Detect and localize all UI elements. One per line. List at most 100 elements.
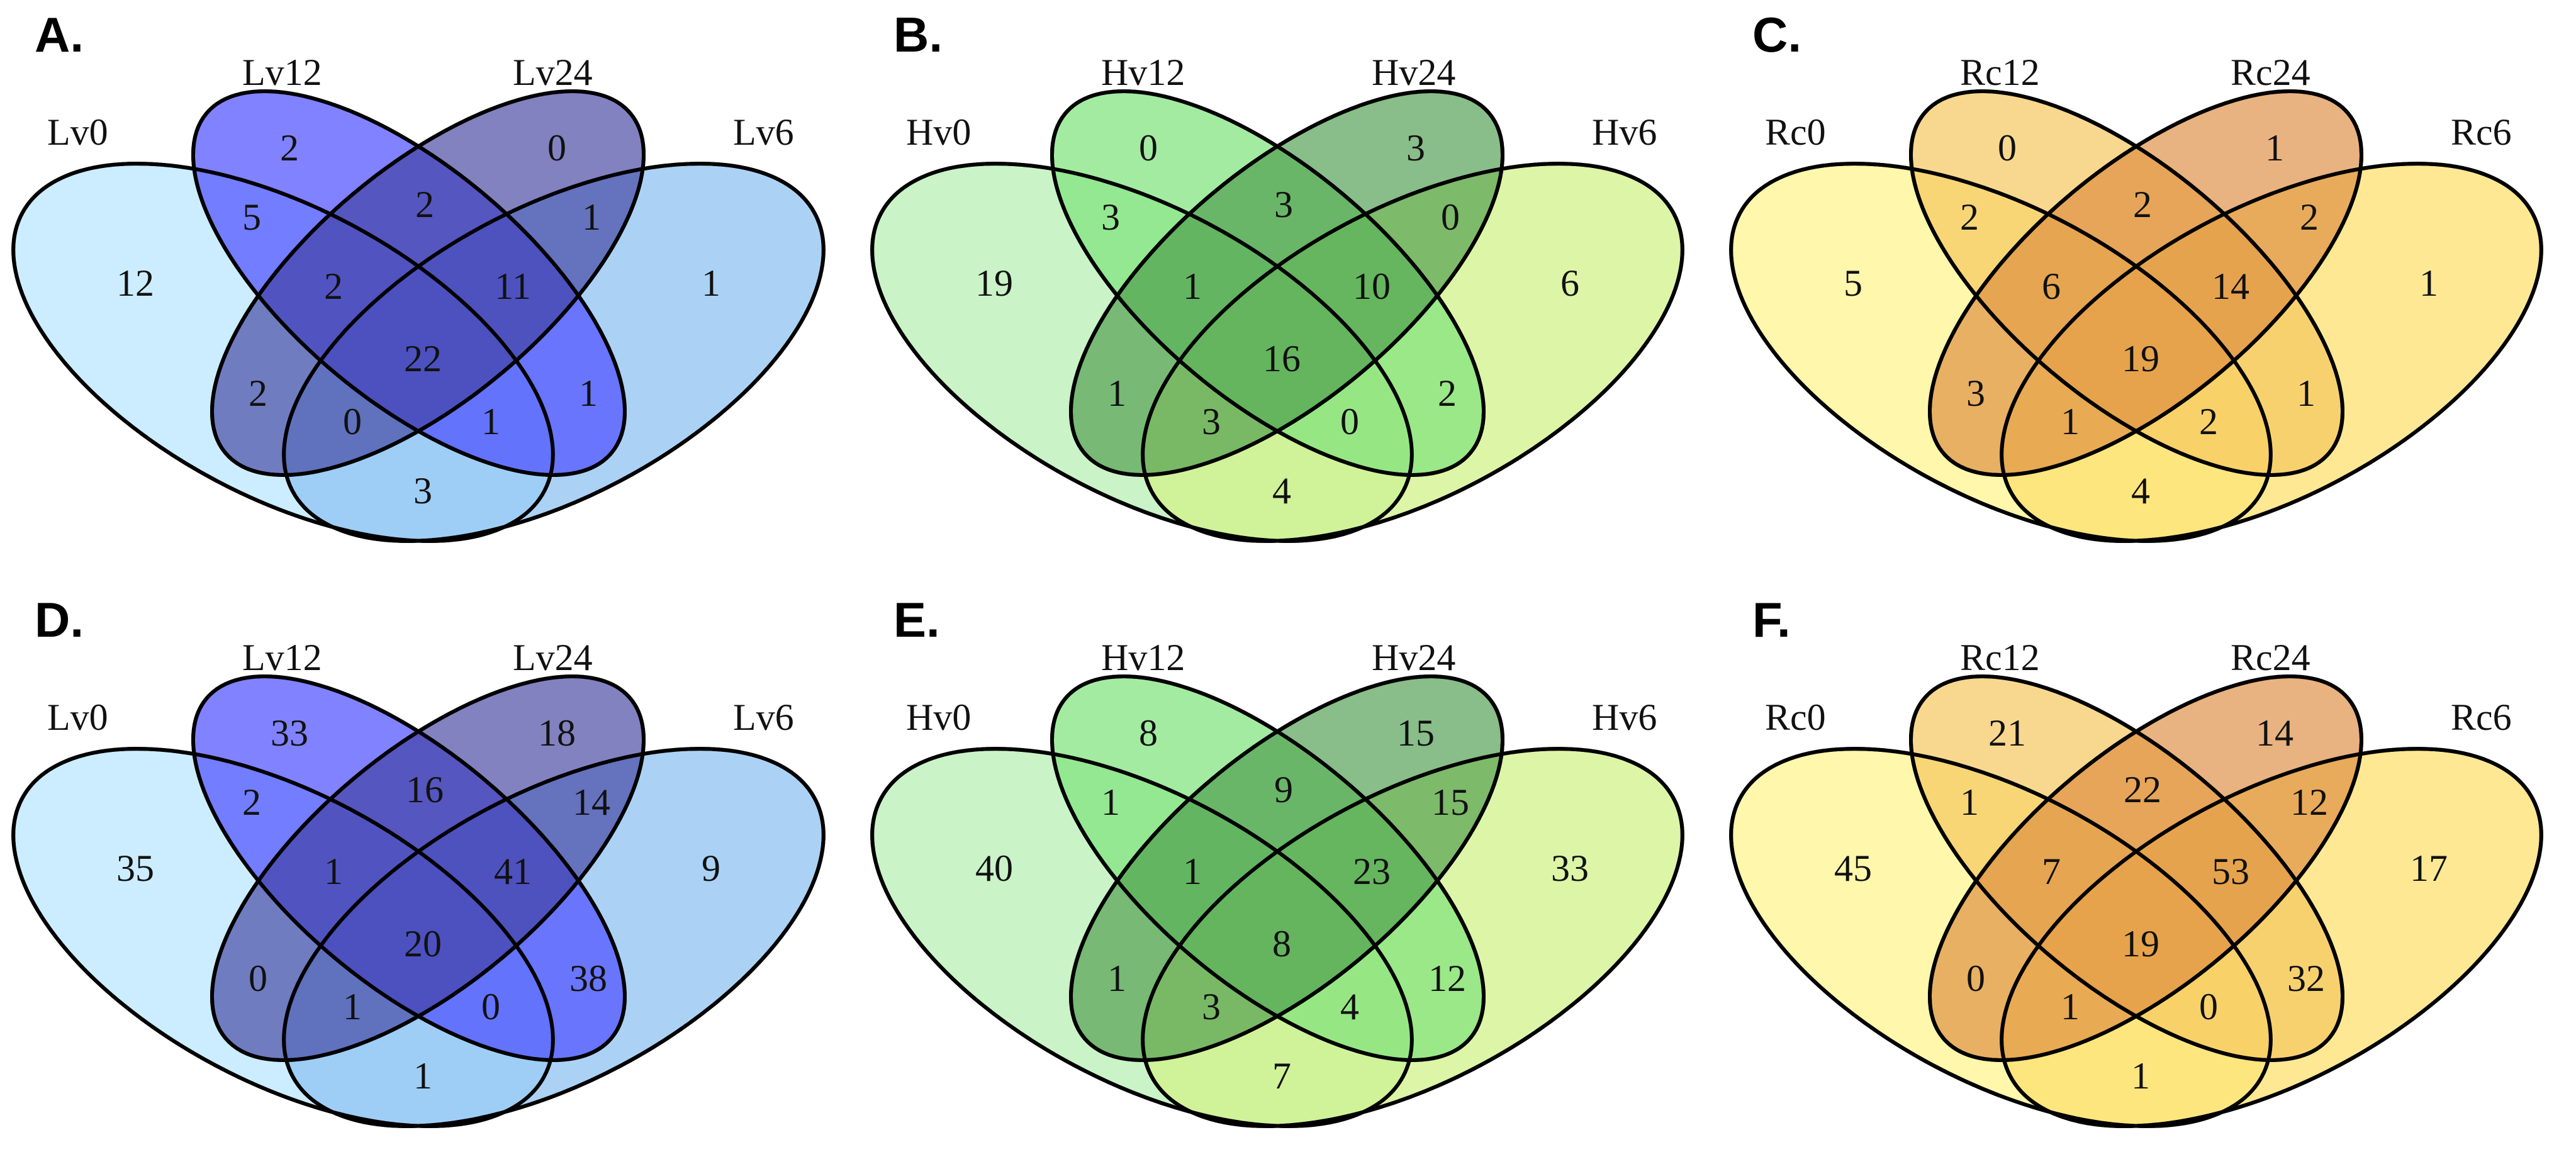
region-value-only24: 14 — [2256, 712, 2293, 754]
region-value-v12-24-6: 53 — [2212, 851, 2249, 892]
set-0-outline — [11, 162, 555, 543]
region-value-v12-6: 1 — [579, 372, 598, 414]
region-value-v0-12: 3 — [1101, 196, 1120, 238]
region-value-v0-6: 1 — [413, 1055, 432, 1097]
region-value-v12-24-6: 14 — [2212, 266, 2249, 307]
region-value-v24-6: 2 — [2300, 196, 2319, 238]
region-value-only24: 18 — [538, 712, 576, 754]
region-value-v0-24-6: 3 — [1202, 986, 1221, 1027]
set-12-outline — [1908, 89, 2345, 477]
set-6-outline — [2000, 747, 2543, 1128]
region-value-only24: 0 — [547, 127, 566, 169]
region-value-all: 19 — [2122, 338, 2159, 379]
region-value-all: 8 — [1272, 923, 1291, 965]
region-value-v0-12-6: 1 — [481, 401, 500, 442]
region-value-v0-12-24: 6 — [2042, 266, 2061, 307]
region-value-only12: 21 — [1988, 712, 2026, 754]
region-value-only24: 15 — [1397, 712, 1435, 754]
region-value-only6: 6 — [1560, 262, 1579, 304]
region-value-only12: 33 — [271, 712, 308, 754]
region-value-v0-12: 1 — [1101, 781, 1120, 823]
region-value-v0-24: 0 — [249, 958, 267, 999]
set-label-0: Lv0 — [47, 111, 108, 153]
region-value-only12: 0 — [1139, 127, 1158, 169]
set-12-outline — [191, 89, 627, 477]
panel-letter: E. — [893, 592, 940, 647]
set-12-outline — [1050, 674, 1486, 1062]
region-value-v0-12: 1 — [1960, 781, 1979, 823]
set-label-24: Lv24 — [513, 52, 593, 93]
region-value-only0: 40 — [975, 847, 1013, 889]
set-label-12: Lv12 — [242, 52, 322, 93]
region-value-only0: 12 — [116, 262, 154, 304]
region-value-v0-12: 2 — [242, 781, 261, 823]
set-label-12: Rc12 — [1960, 637, 2040, 678]
region-value-all: 22 — [404, 338, 442, 379]
region-value-v0-12-24: 2 — [324, 266, 343, 307]
set-6-outline — [282, 162, 826, 543]
region-value-all: 16 — [1263, 338, 1301, 379]
region-value-v0-24: 3 — [1966, 372, 1985, 414]
region-value-v12-6: 2 — [1438, 372, 1457, 414]
region-value-v12-24-6: 23 — [1353, 851, 1391, 892]
region-value-v0-12-24: 1 — [1183, 851, 1202, 892]
region-value-v0-6: 4 — [2131, 470, 2150, 512]
region-value-only0: 45 — [1834, 847, 1872, 889]
region-value-only12: 0 — [1998, 127, 2017, 169]
region-value-only12: 2 — [280, 127, 299, 169]
set-label-12: Hv12 — [1101, 637, 1185, 678]
region-value-v0-24-6: 1 — [2061, 401, 2080, 442]
set-label-0: Hv0 — [906, 111, 971, 153]
set-label-6: Lv6 — [733, 696, 794, 738]
set-0-outline — [1729, 747, 2273, 1128]
panel-letter: D. — [35, 592, 84, 647]
region-value-v12-6: 32 — [2287, 958, 2325, 999]
region-value-v12-24: 2 — [415, 184, 434, 225]
region-value-v0-12-6: 2 — [2199, 401, 2218, 442]
region-value-v12-6: 12 — [1428, 958, 1466, 999]
panel-letter: F. — [1752, 592, 1791, 647]
region-value-v12-24-6: 11 — [495, 266, 531, 307]
region-value-v12-24-6: 41 — [494, 851, 532, 892]
set-12-outline — [1050, 89, 1486, 477]
region-value-v24-6: 1 — [582, 196, 601, 238]
region-value-v12-24: 9 — [1274, 769, 1293, 810]
region-value-v0-6: 3 — [413, 470, 432, 512]
set-label-0: Rc0 — [1765, 111, 1826, 153]
set-label-6: Lv6 — [733, 111, 794, 153]
region-value-v0-24: 1 — [1107, 372, 1126, 414]
region-value-v0-12-24: 7 — [2042, 851, 2061, 892]
region-value-only6: 1 — [702, 262, 720, 304]
region-value-v0-24: 1 — [1107, 958, 1126, 999]
set-0-outline — [870, 162, 1414, 543]
set-label-12: Rc12 — [1960, 52, 2040, 93]
region-value-v12-24: 16 — [406, 769, 444, 810]
region-value-v24-6: 14 — [573, 781, 610, 823]
set-12-outline — [191, 674, 627, 1062]
set-6-outline — [2000, 162, 2543, 543]
set-24-outline — [1927, 674, 2364, 1062]
region-value-v0-12: 5 — [242, 196, 261, 238]
region-value-all: 19 — [2122, 923, 2159, 965]
set-label-0: Lv0 — [47, 696, 108, 738]
region-value-v0-12: 2 — [1960, 196, 1979, 238]
region-value-only6: 17 — [2410, 847, 2448, 889]
region-value-v12-6: 38 — [569, 958, 607, 999]
region-value-only0: 5 — [1844, 262, 1862, 304]
set-label-24: Rc24 — [2231, 52, 2310, 93]
region-value-only6: 9 — [702, 847, 720, 889]
set-label-24: Hv24 — [1372, 52, 1455, 93]
region-value-v0-6: 1 — [2131, 1055, 2150, 1097]
region-value-v12-24: 22 — [2124, 769, 2161, 810]
region-value-v0-12-6: 0 — [2199, 986, 2218, 1027]
set-label-6: Hv6 — [1592, 696, 1657, 738]
region-value-v0-12-6: 0 — [481, 986, 500, 1027]
region-value-only6: 1 — [2419, 262, 2438, 304]
set-label-24: Hv24 — [1372, 637, 1455, 678]
set-label-12: Lv12 — [242, 637, 322, 678]
region-value-v24-6: 0 — [1441, 196, 1460, 238]
